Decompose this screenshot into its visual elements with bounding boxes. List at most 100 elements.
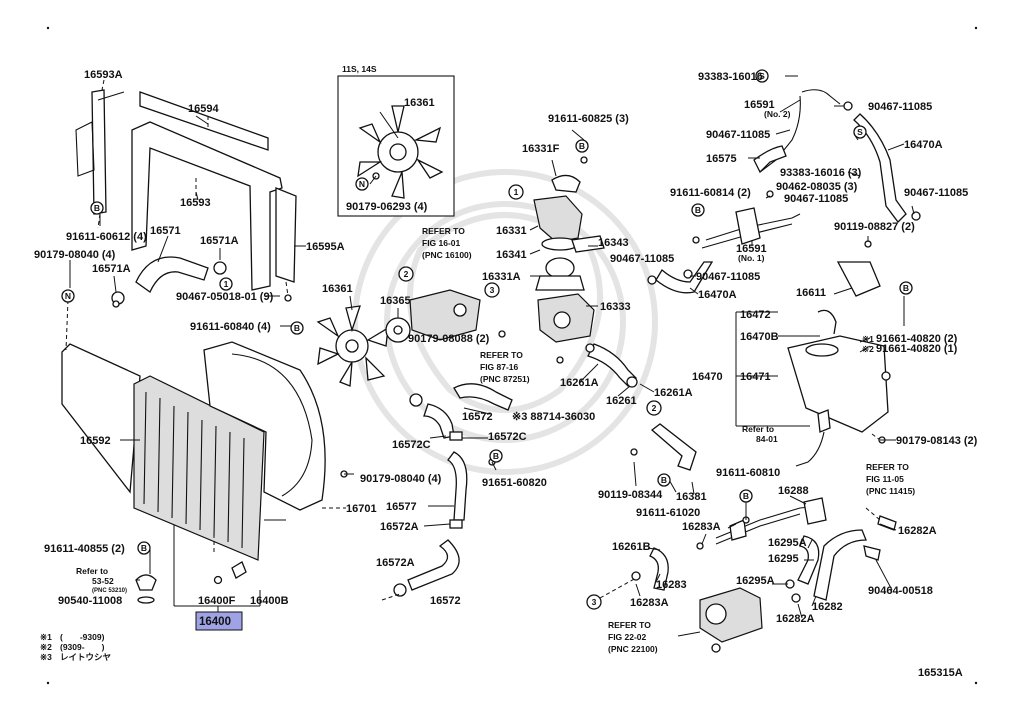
label-90119-08827[interactable]: 90119-08827 (2) xyxy=(834,221,915,233)
inset-label-16361[interactable]: 16361 xyxy=(404,97,435,109)
label-90467-11085-center[interactable]: 90467-11085 xyxy=(610,253,674,265)
label-90467-11085-mid[interactable]: 90467-11085 xyxy=(784,193,848,205)
label-16283[interactable]: 16283 xyxy=(656,579,687,591)
label-16295A-top[interactable]: 16295A xyxy=(768,537,807,549)
leader-lines xyxy=(69,75,915,637)
figure-ref-code: 165315A xyxy=(918,667,963,679)
label-16591-no1[interactable]: 16591 xyxy=(736,243,767,255)
label-90467-11085-left[interactable]: 90467-11085 xyxy=(706,129,770,141)
label-90179-08088[interactable]: 90179-08088 (2) xyxy=(408,333,490,345)
label-16472[interactable]: 16472 xyxy=(740,309,771,321)
label-91611-61020[interactable]: 91611-61020 xyxy=(636,507,700,519)
label-16592[interactable]: 16592 xyxy=(80,435,111,447)
label-16593A[interactable]: 16593A xyxy=(84,69,123,81)
label-16594[interactable]: 16594 xyxy=(188,103,219,115)
inset-fan-drawing xyxy=(357,105,444,199)
label-91611-60814[interactable]: 91611-60814 (2) xyxy=(670,187,751,199)
label-16343[interactable]: 16343 xyxy=(598,237,629,249)
label-91611-60840[interactable]: 91611-60840 (4) xyxy=(190,321,271,333)
label-16295A-low[interactable]: 16295A xyxy=(736,575,775,587)
inset-labels: 11S, 14S 16361 90179-06293 (4) xyxy=(342,64,435,213)
label-90179-08040-left[interactable]: 90179-08040 (4) xyxy=(34,249,116,261)
label-93383-16016-top[interactable]: 93383-16016 xyxy=(698,71,763,83)
label-90179-08040-center[interactable]: 90179-08040 (4) xyxy=(360,473,442,485)
label-90119-08344[interactable]: 90119-08344 xyxy=(598,489,663,501)
refer-22-02-line3: (PNC 22100) xyxy=(608,644,658,654)
label-91611-60612[interactable]: 91611-60612 (4) xyxy=(66,231,147,243)
label-16572-lower[interactable]: 16572 xyxy=(430,595,461,607)
refer-53-52-pnc: (PNC 53210) xyxy=(92,588,127,594)
label-16282A-low[interactable]: 16282A xyxy=(776,613,815,625)
label-16400F[interactable]: 16400F xyxy=(198,595,236,607)
label-16470B[interactable]: 16470B xyxy=(740,331,779,343)
inset-label-90179-06293[interactable]: 90179-06293 (4) xyxy=(346,201,428,213)
label-16282A-right[interactable]: 16282A xyxy=(898,525,937,537)
label-16572C-left[interactable]: 16572C xyxy=(392,439,431,451)
label-16571[interactable]: 16571 xyxy=(150,225,181,237)
label-16288[interactable]: 16288 xyxy=(778,485,809,497)
label-16331F[interactable]: 16331F xyxy=(522,143,560,155)
label-16593[interactable]: 16593 xyxy=(180,197,211,209)
label-16470A-top[interactable]: 16470A xyxy=(904,139,943,151)
label-16470[interactable]: 16470 xyxy=(692,371,723,383)
label-88714-36030[interactable]: ※3 88714-36030 xyxy=(512,411,595,423)
label-16331A[interactable]: 16331A xyxy=(482,271,521,283)
label-16283A-low[interactable]: 16283A xyxy=(630,597,669,609)
label-16341[interactable]: 16341 xyxy=(496,249,527,261)
legend-3-text: レイトウシヤ xyxy=(60,652,112,662)
label-16381[interactable]: 16381 xyxy=(676,491,707,503)
label-16333[interactable]: 16333 xyxy=(600,301,631,313)
label-90464-00518[interactable]: 90464-00518 xyxy=(868,585,933,597)
label-91611-40855[interactable]: 91611-40855 (2) xyxy=(44,543,125,555)
label-90467-11085-topright[interactable]: 90467-11085 xyxy=(868,101,932,113)
label-90467-05018[interactable]: 90467-05018-01 (9) xyxy=(176,291,274,303)
label-16261B[interactable]: 16261B xyxy=(612,541,651,553)
label-16283A-top[interactable]: 16283A xyxy=(682,521,721,533)
label-16611[interactable]: 16611 xyxy=(796,287,826,299)
label-16282[interactable]: 16282 xyxy=(812,601,843,613)
label-16331[interactable]: 16331 xyxy=(496,225,527,237)
label-16575[interactable]: 16575 xyxy=(706,153,737,165)
label-16295[interactable]: 16295 xyxy=(768,553,799,565)
label-90540-11008[interactable]: 90540-11008 xyxy=(58,595,122,607)
label-91661-40820-1[interactable]: 91661-40820 (1) xyxy=(876,343,958,355)
label-16400B[interactable]: 16400B xyxy=(250,595,289,607)
marker-3-b: 3 xyxy=(592,597,597,607)
label-90467-11085-low[interactable]: 90467-11085 xyxy=(696,271,760,283)
label-16470A-low[interactable]: 16470A xyxy=(698,289,737,301)
label-16591-no2[interactable]: 16591 xyxy=(744,99,775,111)
label-16261A-left[interactable]: 16261A xyxy=(560,377,599,389)
marker-S-1: S xyxy=(759,71,765,81)
label-93383-16016-3[interactable]: 93383-16016 (3) xyxy=(780,167,862,179)
label-91611-60825[interactable]: 91611-60825 (3) xyxy=(548,113,629,125)
label-16595A[interactable]: 16595A xyxy=(306,241,345,253)
label-16572A-low[interactable]: 16572A xyxy=(376,557,415,569)
refer-87-16-line1: REFER TO xyxy=(480,350,523,360)
label-16571A-top[interactable]: 16571A xyxy=(200,235,239,247)
label-16365[interactable]: 16365 xyxy=(380,295,411,307)
label-90467-11085-right[interactable]: 90467-11085 xyxy=(904,187,968,199)
label-91611-60810[interactable]: 91611-60810 xyxy=(716,467,780,479)
legend-2-text: (9309- ) xyxy=(60,642,105,652)
label-16701[interactable]: 16701 xyxy=(346,503,377,515)
label-16471[interactable]: 16471 xyxy=(740,371,771,383)
label-16571A-left[interactable]: 16571A xyxy=(92,263,131,275)
refer-16-01-line3: (PNC 16100) xyxy=(422,250,472,260)
label-91661-40820-2[interactable]: 91661-40820 (2) xyxy=(876,333,958,345)
label-90462-08035[interactable]: 90462-08035 (3) xyxy=(776,181,858,193)
label-mark-1: ※1 xyxy=(862,334,874,344)
corner-marks xyxy=(46,26,978,685)
label-16261A-right[interactable]: 16261A xyxy=(654,387,693,399)
label-16577[interactable]: 16577 xyxy=(386,501,417,513)
label-16572C-right[interactable]: 16572C xyxy=(488,431,527,443)
label-90179-08143[interactable]: 90179-08143 (2) xyxy=(896,435,978,447)
label-16261[interactable]: 16261 xyxy=(606,395,637,407)
label-16572-upper[interactable]: 16572 xyxy=(462,411,493,423)
label-16361[interactable]: 16361 xyxy=(322,283,353,295)
label-16572A-mid[interactable]: 16572A xyxy=(380,521,419,533)
label-16400[interactable]: 16400 xyxy=(199,616,231,628)
label-91651-60820[interactable]: 91651-60820 xyxy=(482,477,547,489)
marker-B-1: B xyxy=(94,203,100,213)
